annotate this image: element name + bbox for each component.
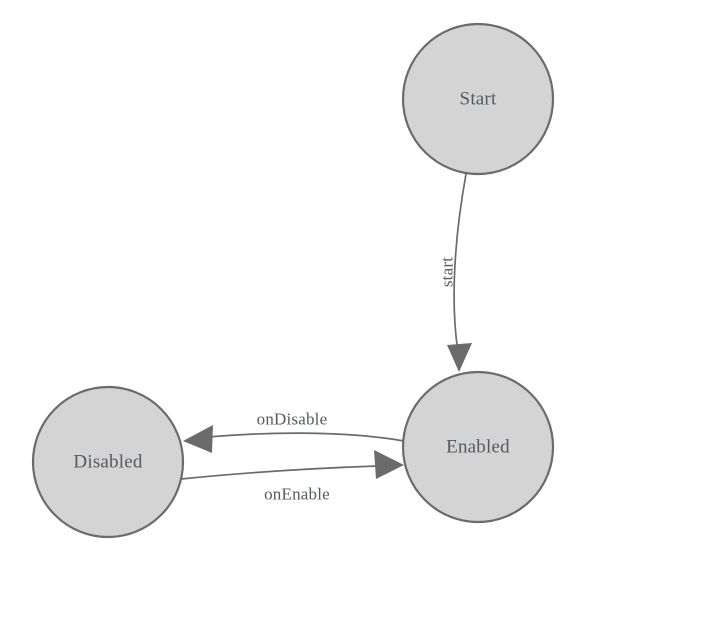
transition-edge-path [196, 432, 405, 442]
transition-enabled-to-disabled[interactable]: onDisable [183, 410, 405, 454]
state-node-label-disabled: Disabled [73, 452, 142, 473]
arrowhead-icon [183, 425, 213, 453]
state-node-shape [401, 22, 555, 176]
transition-edge-path [180, 465, 378, 480]
state-node-shape [31, 385, 185, 539]
transition-label-onenable: onEnable [264, 485, 330, 504]
arrowhead-icon [374, 450, 404, 479]
state-node-shape [401, 370, 555, 524]
state-node-disabled[interactable]: Disabled [31, 385, 185, 539]
state-node-start[interactable]: Start [401, 22, 555, 176]
arrowhead-icon [447, 343, 472, 372]
state-node-enabled[interactable]: Enabled [401, 370, 555, 524]
transition-edge-path [453, 173, 467, 353]
state-node-label-enabled: Enabled [446, 437, 510, 458]
transition-label-start: start [438, 257, 457, 287]
state-node-label-start: Start [460, 89, 497, 110]
transition-disabled-to-enabled[interactable]: onEnable [180, 450, 404, 504]
transition-start-to-enabled[interactable]: start [438, 173, 473, 372]
transition-label-ondisable: onDisable [257, 410, 328, 429]
